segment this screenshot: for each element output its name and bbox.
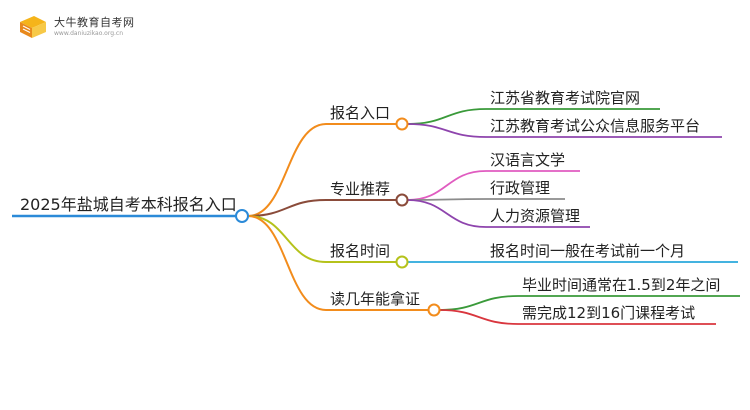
leaf-3-1-label: 报名时间一般在考试前一个月: [490, 242, 685, 260]
leaf-4-2-label: 需完成12到16门课程考试: [522, 304, 695, 322]
edge-branch-2-to-leaf-2: [407, 198, 487, 201]
edge-root-to-branch-1: [247, 123, 327, 217]
branch-3-label: 报名时间: [330, 242, 390, 260]
book-logo-icon: [20, 16, 46, 38]
branch-1-label: 报名入口: [330, 104, 390, 122]
leaf-1-2-label: 江苏教育考试公众信息服务平台: [490, 117, 700, 135]
edge-branch-1-to-leaf-2: [407, 123, 487, 138]
branch-2-node-circle[interactable]: [395, 193, 409, 207]
logo-url: www.daniuzikao.org.cn: [54, 29, 124, 37]
site-logo: 大牛教育自考网 www.daniuzikao.org.cn: [18, 14, 135, 40]
edge-branch-1-to-leaf-1: [407, 108, 487, 125]
branch-1-node-circle[interactable]: [395, 117, 409, 131]
edge-root-to-branch-2: [247, 199, 327, 217]
leaf-2-3-label: 人力资源管理: [490, 207, 580, 225]
branch-4-node-circle[interactable]: [427, 303, 441, 317]
edge-branch-4-to-leaf-1: [439, 295, 519, 311]
leaf-2-2-label: 行政管理: [490, 179, 550, 197]
leaf-4-1-label: 毕业时间通常在1.5到2年之间: [522, 276, 720, 294]
branch-3-node-circle[interactable]: [395, 255, 409, 269]
root-node-circle[interactable]: [235, 209, 249, 223]
branch-2-label: 专业推荐: [330, 180, 390, 198]
edge-branch-2-to-leaf-1: [407, 170, 487, 201]
branch-4-label: 读几年能拿证: [330, 290, 420, 308]
edge-branch-4-to-leaf-2: [439, 309, 519, 325]
leaf-1-1-label: 江苏省教育考试院官网: [490, 89, 640, 107]
root-topic: 2025年盐城自考本科报名入口: [20, 195, 237, 214]
edge-root-to-branch-4: [247, 215, 327, 311]
edge-branch-2-to-leaf-3: [407, 199, 487, 228]
edge-root-to-branch-3: [247, 215, 327, 263]
logo-name: 大牛教育自考网: [54, 15, 135, 29]
leaf-2-1-label: 汉语言文学: [490, 151, 565, 169]
